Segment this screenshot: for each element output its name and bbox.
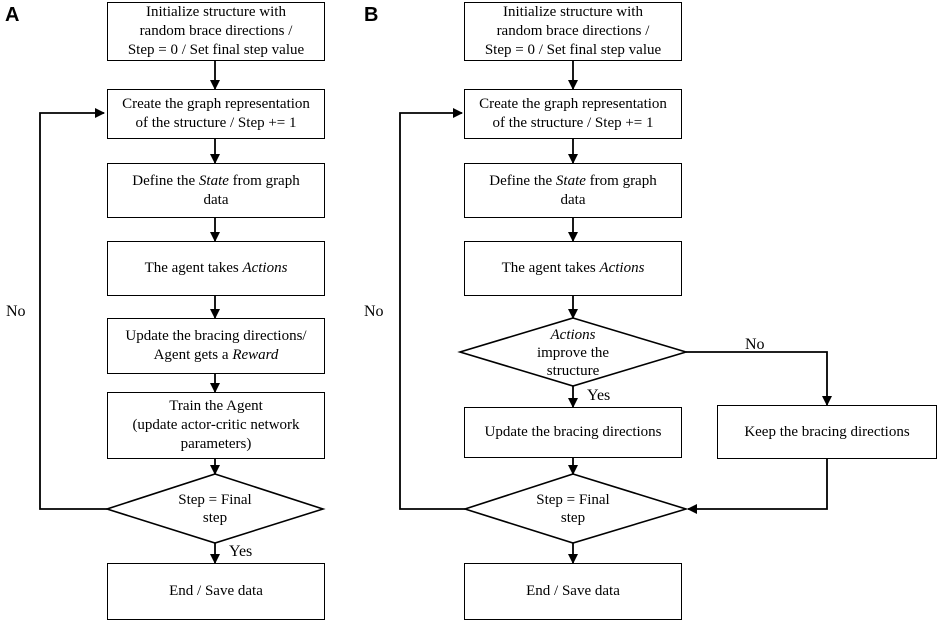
a-decision-text: Step = Final step	[125, 482, 305, 536]
a-update-line-2: Agent gets a Reward	[153, 347, 279, 363]
a-init-line-1: Initialize structure with	[146, 4, 286, 20]
b-end-box: End / Save data	[464, 563, 682, 620]
b-no-branch	[686, 351, 832, 406]
b-yes-label: Yes	[587, 387, 611, 404]
a-graph-box: Create the graph representation of the s…	[107, 89, 325, 139]
a-train-line-1: Train the Agent	[169, 398, 263, 414]
b-keep-line: Keep the bracing directions	[744, 423, 910, 440]
a-actions-line: The agent takes Actions	[144, 260, 288, 276]
a-init-line-2: random brace directions /	[139, 23, 293, 39]
a-update-box: Update the bracing directions/ Agent get…	[107, 318, 325, 374]
b-actions-box: The agent takes Actions	[464, 241, 682, 296]
b-actions-line: The agent takes Actions	[501, 260, 645, 276]
a-init-box: Initialize structure with random brace d…	[107, 2, 325, 61]
a-state-box: Define the State from graph data	[107, 163, 325, 218]
a-decision-line-1: Step = Final	[178, 492, 252, 508]
b-improve-line-3: structure	[546, 362, 600, 379]
a-decision-line-2: step	[202, 510, 228, 526]
b-decision-line-2: step	[560, 510, 586, 526]
b-init-line-2: random brace directions /	[496, 23, 650, 39]
b-no-branch-label: No	[745, 336, 765, 353]
b-init-box: Initialize structure with random brace d…	[464, 2, 682, 61]
a-graph-line-2: of the structure / Step += 1	[135, 115, 297, 131]
a-state-line-2: data	[203, 191, 229, 208]
a-no-label: No	[6, 303, 26, 320]
b-decision-diamond	[462, 473, 689, 544]
b-keep-box: Keep the bracing directions	[717, 405, 937, 459]
b-state-line-1: Define the State from graph	[489, 172, 657, 189]
b-improve-diamond	[457, 317, 689, 387]
b-update-line: Update the bracing directions	[484, 424, 662, 440]
a-end-box: End / Save data	[107, 563, 325, 620]
b-merge-keep	[687, 459, 828, 514]
a-state-line-1: Define the State from graph	[132, 172, 300, 189]
b-graph-line-1: Create the graph representation	[479, 96, 667, 112]
a-train-line-2: (update actor-critic network	[132, 417, 300, 433]
b-graph-box: Create the graph representation of the s…	[464, 89, 682, 139]
b-state-line-2: data	[560, 191, 586, 208]
a-yes-label: Yes	[229, 543, 253, 560]
a-end-line: End / Save data	[169, 583, 263, 599]
b-no-loop	[399, 108, 465, 510]
b-state-box: Define the State from graph data	[464, 163, 682, 218]
b-improve-line-2: improve the	[536, 344, 610, 361]
b-decision-text: Step = Final step	[483, 482, 663, 536]
panel-a-label: A	[5, 4, 20, 26]
a-decision-diamond	[104, 473, 326, 544]
b-init-line-3: Step = 0 / Set final step value	[484, 42, 662, 58]
a-actions-box: The agent takes Actions	[107, 241, 325, 296]
b-update-box: Update the bracing directions	[464, 407, 682, 458]
b-improve-line-1: Actions	[550, 326, 596, 343]
b-init-line-1: Initialize structure with	[503, 4, 643, 20]
a-init-line-3: Step = 0 / Set final step value	[127, 42, 305, 58]
a-no-loop	[39, 108, 107, 510]
b-no-loop-label: No	[364, 303, 384, 320]
b-graph-line-2: of the structure / Step += 1	[492, 115, 654, 131]
b-improve-text: Actions improve the structure	[493, 325, 653, 380]
a-graph-line-1: Create the graph representation	[122, 96, 310, 112]
b-decision-line-1: Step = Final	[536, 492, 610, 508]
b-end-line: End / Save data	[526, 583, 620, 599]
panel-b-label: B	[364, 4, 379, 26]
a-train-box: Train the Agent (update actor-critic net…	[107, 392, 325, 459]
a-train-line-3: parameters)	[180, 436, 252, 452]
a-update-line-1: Update the bracing directions/	[125, 328, 307, 344]
